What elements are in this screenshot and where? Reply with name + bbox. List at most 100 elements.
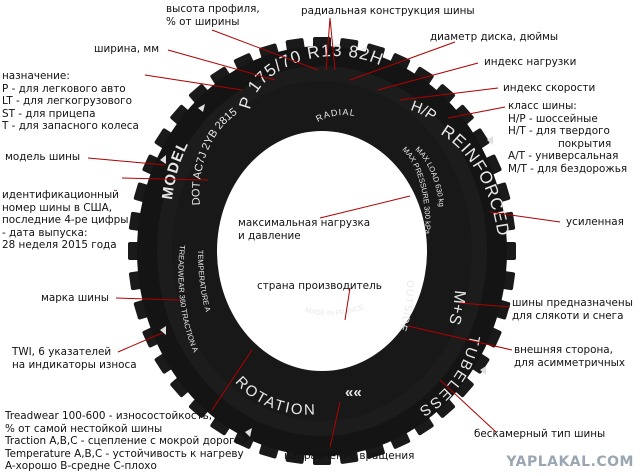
label-brand: марка шины xyxy=(41,292,109,305)
svg-text:M+S: M+S xyxy=(445,290,468,327)
label-line: TWI, 6 указателей xyxy=(12,346,112,358)
label-line: A/T - универсальная xyxy=(508,150,619,163)
label-line: ширина, мм xyxy=(94,43,160,55)
label-line: последние 4-ре цифры xyxy=(2,214,129,227)
tread-block xyxy=(188,84,209,104)
label-dot-id: идентификационный номер шины в США, посл… xyxy=(2,189,128,252)
pointer-line xyxy=(144,74,243,91)
pointer-line xyxy=(377,62,479,91)
label-line: Treadwear 100-600 - износостойкость, xyxy=(5,410,213,422)
pointer-line xyxy=(329,17,336,71)
twi-marker xyxy=(480,366,486,375)
label-line: идентификационный xyxy=(2,189,119,201)
label-line: номер шины в США, xyxy=(2,201,113,214)
label-line: 28 неделя 2015 года xyxy=(2,239,117,252)
label-line: внешняя сторона, xyxy=(514,344,613,356)
label-line: индекс нагрузки xyxy=(484,56,577,68)
label-line: для асимметричных xyxy=(514,356,625,369)
pointer-line xyxy=(439,379,497,433)
label-rim-diameter: диаметр диска, дюймы xyxy=(430,31,558,44)
label-tubeless: бескамерный тип шины xyxy=(474,428,605,441)
rotation-arrows-icon: «« xyxy=(345,384,362,401)
label-twi: TWI, 6 указателей на индикаторы износа xyxy=(12,346,137,371)
tread-block xyxy=(413,416,434,436)
label-radial: радиальная конструкция шины xyxy=(301,5,475,18)
label-line: % от ширины xyxy=(166,15,240,28)
label-tyre-class: класс шины: H/P - шоссейные H/T - для тв… xyxy=(508,100,627,176)
label-line: бескамерный тип шины xyxy=(474,428,606,440)
label-line: шины предназначены xyxy=(512,297,633,309)
pointer-line xyxy=(319,195,411,219)
pointer-line xyxy=(447,106,506,119)
twi-marker xyxy=(160,155,166,164)
pointer-line xyxy=(344,287,351,321)
label-line: максимальная нагрузка xyxy=(238,217,371,229)
tread-block xyxy=(210,416,231,436)
label-line: на индикаторы износа xyxy=(12,358,137,371)
tread-block xyxy=(313,37,331,49)
pointer-line xyxy=(121,177,209,181)
label-line: T - для запасного колеса xyxy=(2,120,139,133)
label-purpose: назначение: P - для легкового авто LT - … xyxy=(2,70,139,133)
tread-block xyxy=(454,377,474,398)
pointer-line xyxy=(211,29,319,71)
label-load-index: индекс нагрузки xyxy=(484,56,576,69)
pointer-line xyxy=(459,302,511,308)
pointer-line xyxy=(115,297,181,301)
tread-block xyxy=(313,453,331,465)
label-line: диаметр диска, дюймы xyxy=(430,31,559,43)
tread-block xyxy=(170,377,190,398)
twi-marker xyxy=(487,136,493,145)
label-line: % от самой нестойкой шины xyxy=(5,422,163,435)
label-line: усиленная xyxy=(566,216,624,228)
tread-block xyxy=(413,66,434,86)
twi-markers xyxy=(160,104,493,437)
tread-block xyxy=(471,128,490,149)
label-line: ST - для прицепа xyxy=(2,107,96,120)
label-outside: внешняя сторона, для асимметричных xyxy=(514,344,625,369)
pointer-line xyxy=(87,157,166,166)
pointer-line xyxy=(407,325,513,351)
tread-block xyxy=(471,353,490,374)
label-line: покрытия xyxy=(558,137,612,150)
label-line: высота профиля, xyxy=(166,3,260,15)
tyre-hole xyxy=(217,131,427,371)
pointer-line xyxy=(167,49,276,81)
label-line: индекс скорости xyxy=(503,82,596,94)
label-line: направление вращения xyxy=(284,450,415,462)
label-line: M/T - для бездорожья xyxy=(508,162,628,175)
label-line: H/T - для твердого xyxy=(508,125,610,138)
label-line: класс шины: xyxy=(508,100,577,112)
label-model: модель шины xyxy=(5,151,80,164)
tread-block xyxy=(210,66,231,86)
pointer-line xyxy=(211,349,253,411)
watermark: YAPLAKAL.COM xyxy=(506,454,634,470)
label-line: LT - для легкогрузового xyxy=(2,95,132,108)
label-line: модель шины xyxy=(5,151,81,163)
tread-block xyxy=(188,398,209,418)
tread-block xyxy=(504,242,516,260)
label-rotation: направление вращения xyxy=(284,450,414,463)
label-treadwear: Treadwear 100-600 - износостойкость, % о… xyxy=(5,410,248,473)
tread-block xyxy=(170,104,190,125)
label-line: P - для легкового авто xyxy=(2,82,126,95)
twi-marker xyxy=(198,104,205,112)
label-line: для слякоти и снега xyxy=(512,309,624,322)
label-width: ширина, мм xyxy=(94,43,159,56)
tyre-ms-text: M+S xyxy=(445,290,468,327)
pointer-lines xyxy=(87,17,561,448)
label-line: марка шины xyxy=(41,292,110,304)
label-speed-index: индекс скорости xyxy=(503,82,595,95)
tread-block xyxy=(435,398,456,418)
label-line: радиальная конструкция шины xyxy=(301,5,475,17)
label-line: назначение: xyxy=(2,70,70,82)
tread-block xyxy=(435,84,456,104)
label-max-load: максимальная нагрузка и давление xyxy=(238,217,370,242)
label-line: Temperature A,B,C - устойчивость к нагре… xyxy=(5,447,244,460)
label-country: страна производитель xyxy=(257,280,382,293)
pointer-line xyxy=(329,401,341,448)
label-reinforced: усиленная xyxy=(566,216,624,229)
label-line: Traction A,B,C - сцепление с мокрой доро… xyxy=(5,435,248,448)
pointer-line xyxy=(117,332,163,353)
